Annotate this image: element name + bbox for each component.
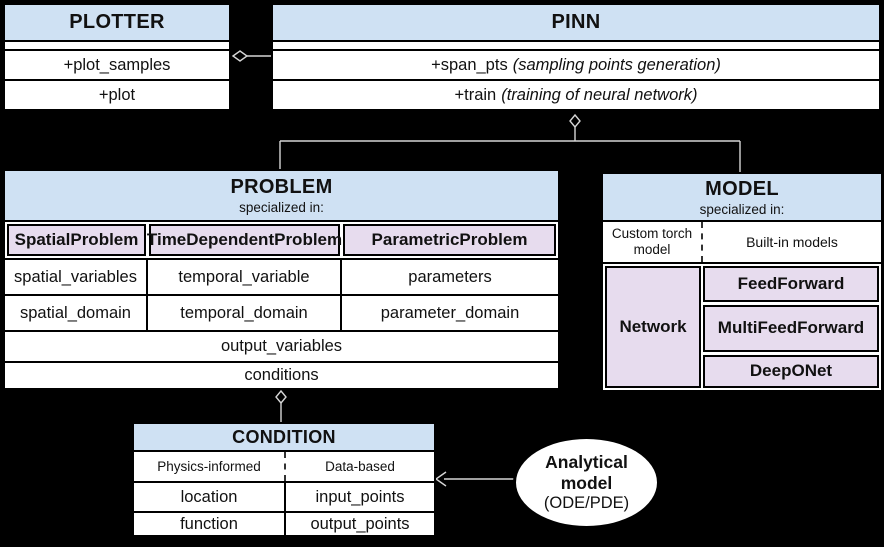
pinn-header: PINN — [273, 5, 879, 42]
model-cell: FeedForward — [703, 266, 879, 302]
model-title: MODEL — [705, 177, 779, 200]
problem-attr-row: spatial_variables temporal_variable para… — [5, 258, 558, 294]
ellipse-text-line: model — [560, 472, 613, 493]
subclass-cell: ParametricProblem — [343, 224, 556, 256]
pinn-method-row: +span_pts (sampling points generation) — [273, 51, 879, 79]
problem-class-box: PROBLEM specialized in: SpatialProblem T… — [3, 169, 560, 390]
attr-cell: temporal_variable — [146, 260, 340, 294]
pinn-method-row: +train (training of neural network) — [273, 79, 879, 109]
plotter-title: PLOTTER — [69, 11, 165, 33]
problem-subclass-row: SpatialProblem TimeDependentProblem Para… — [5, 222, 558, 258]
attr-cell: parameter_domain — [340, 296, 558, 330]
pinn-class-box: PINN +span_pts (sampling points generati… — [271, 3, 881, 111]
problem-attr-row: spatial_domain temporal_domain parameter… — [5, 294, 558, 330]
subclass-cell: SpatialProblem — [7, 224, 146, 256]
plotter-method-row: +plot — [5, 79, 229, 109]
method-note: (sampling points generation) — [512, 55, 721, 74]
attr-cell: spatial_domain — [20, 303, 131, 322]
attr-cell: conditions — [244, 366, 319, 384]
kind-cell: Built-in models — [701, 222, 881, 262]
model-cell: Network — [605, 266, 701, 388]
problem-attr-row: output_variables — [5, 330, 558, 361]
method-label: +plot — [98, 85, 136, 104]
aggregation-diamond-icon — [275, 389, 287, 405]
condition-attr-row: function output_points — [134, 511, 434, 535]
kind-cell: Custom torch model — [611, 226, 693, 257]
model-header: MODEL specialized in: — [603, 174, 881, 222]
attr-cell: parameters — [340, 260, 558, 294]
model-class-box: MODEL specialized in: Custom torch model… — [601, 172, 883, 392]
attr-cell: function — [180, 514, 238, 533]
method-label: +train — [454, 85, 497, 104]
model-subtitle: specialized in: — [699, 201, 785, 217]
model-body: Network FeedForward MultiFeedForward Dee… — [603, 262, 881, 390]
kind-cell: Data-based — [284, 452, 434, 481]
model-builtin-column: FeedForward MultiFeedForward DeepONet — [703, 266, 879, 388]
analytical-model-ellipse: Analytical model (ODE/PDE) — [513, 436, 660, 529]
pinn-title: PINN — [551, 11, 601, 33]
condition-kind-row: Physics-informed Data-based — [134, 452, 434, 481]
open-arrowhead-icon — [434, 471, 447, 487]
empty-compartment — [273, 42, 879, 51]
condition-title: CONDITION — [232, 426, 336, 447]
problem-header: PROBLEM specialized in: — [5, 171, 558, 222]
model-cell: MultiFeedForward — [703, 305, 879, 352]
plotter-method-row: +plot_samples — [5, 51, 229, 79]
method-note: (training of neural network) — [501, 85, 698, 104]
condition-class-box: CONDITION Physics-informed Data-based lo… — [132, 422, 436, 537]
empty-compartment — [5, 42, 229, 51]
kind-cell: Physics-informed — [157, 459, 261, 474]
method-label: +span_pts — [431, 55, 508, 74]
plotter-class-box: PLOTTER +plot_samples +plot — [3, 3, 231, 111]
aggregation-diamond-icon — [231, 50, 249, 62]
attr-cell: temporal_domain — [146, 296, 340, 330]
attr-cell: spatial_variables — [14, 267, 137, 286]
problem-title: PROBLEM — [230, 176, 333, 198]
problem-attr-row: conditions — [5, 361, 558, 388]
problem-subtitle: specialized in: — [239, 200, 324, 215]
condition-attr-row: location input_points — [134, 481, 434, 511]
model-kind-row: Custom torch model Built-in models — [603, 222, 881, 262]
attr-cell: input_points — [284, 483, 434, 511]
model-cell: DeepONet — [703, 354, 879, 388]
subclass-cell: TimeDependentProblem — [147, 224, 342, 256]
attr-cell: location — [180, 487, 238, 506]
condition-header: CONDITION — [134, 424, 434, 452]
attr-cell: output_variables — [220, 337, 343, 355]
attr-cell: output_points — [284, 513, 434, 535]
ellipse-text-line: Analytical — [545, 451, 628, 472]
plotter-header: PLOTTER — [5, 5, 229, 42]
ellipse-text-line: (ODE/PDE) — [543, 493, 630, 512]
aggregation-diamond-icon — [569, 113, 581, 129]
method-label: +plot_samples — [63, 55, 171, 74]
